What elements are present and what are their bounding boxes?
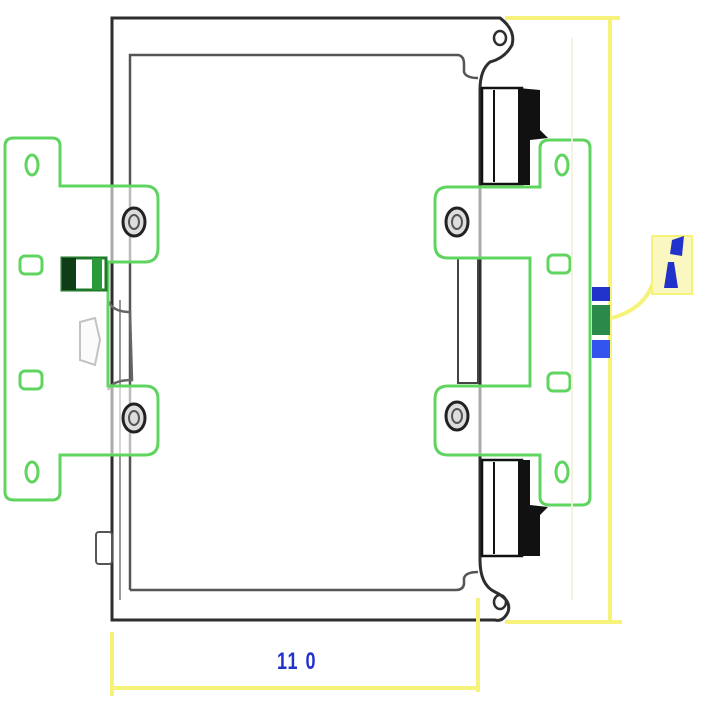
- latch-bottom: [480, 458, 548, 558]
- left-bracket-clip-mid: [92, 258, 102, 290]
- bracket-holes: [18, 153, 572, 484]
- screws: [121, 206, 470, 434]
- dimension-label-bottom: 11 0: [276, 648, 318, 675]
- frame-hole-bottom: [492, 593, 508, 611]
- slot-hole: [546, 371, 572, 393]
- screw-icon: [121, 206, 147, 238]
- callout-mark: [664, 262, 678, 288]
- slot-hole: [24, 460, 40, 484]
- slot-hole: [554, 460, 570, 484]
- slot-hole: [546, 253, 572, 275]
- screw-icon: [121, 402, 147, 434]
- frame-hole-top: [492, 29, 508, 47]
- screw-icon: [444, 206, 470, 238]
- outer-frame: [110, 16, 515, 622]
- left-bracket-clip-dark: [62, 258, 76, 290]
- screw-icon: [444, 400, 470, 432]
- latch-top: [480, 86, 548, 186]
- callout-mark: [670, 236, 684, 256]
- slot-hole: [18, 254, 44, 276]
- inner-frame: [128, 53, 479, 592]
- left-side-tab: [95, 531, 113, 565]
- right-bracket: [433, 138, 592, 507]
- side-connector: [592, 287, 610, 358]
- left-bracket: [3, 136, 160, 502]
- slot-hole: [554, 153, 570, 177]
- slot-hole: [18, 369, 44, 391]
- slot-hole: [24, 153, 40, 177]
- left-connector: [106, 290, 134, 391]
- right-slot: [457, 257, 479, 384]
